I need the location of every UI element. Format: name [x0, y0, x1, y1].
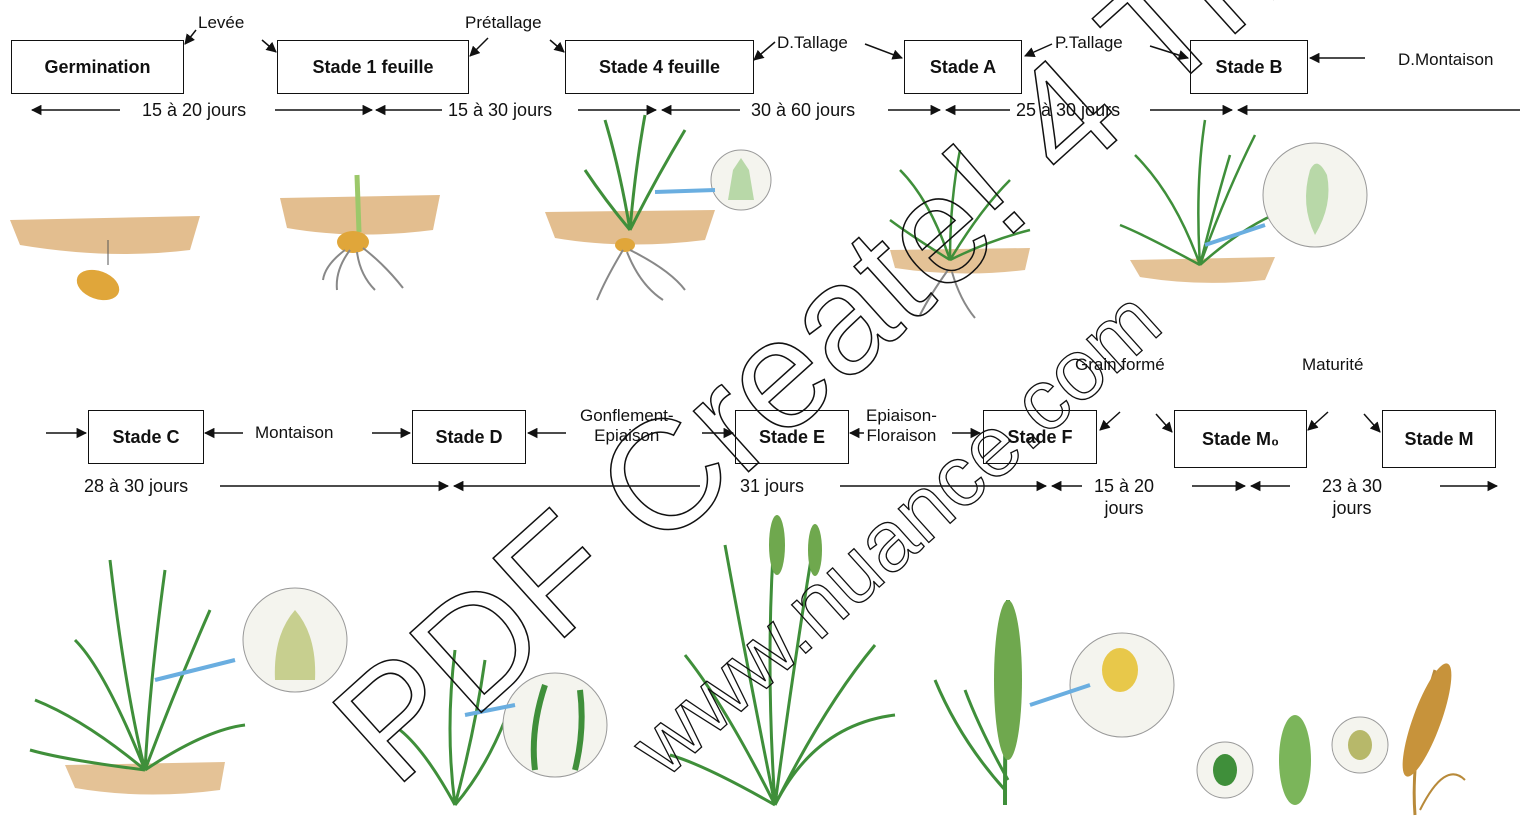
illustration-stade-e [665, 505, 905, 815]
duration-germination-levee: 15 à 20 jours [138, 99, 250, 121]
illustration-stade-m0 [1195, 700, 1395, 820]
event-plein-tallage: P.Tallage [1055, 33, 1123, 53]
illustration-stade-1-feuille [275, 170, 445, 310]
illustration-stade-4-feuille [545, 100, 775, 315]
stage-c: Stade C [88, 410, 204, 464]
illustration-stade-d [385, 630, 635, 820]
illustration-germination [10, 210, 210, 330]
event-levee: Levée [198, 13, 244, 33]
stage-a: Stade A [904, 40, 1022, 94]
event-debut-montaison: D.Montaison [1398, 50, 1493, 70]
stage-m0: Stade M₀ [1174, 410, 1307, 468]
illustration-stade-a [880, 140, 1040, 325]
event-gonflement-epiaison: Gonflement- Epiaison [580, 406, 674, 446]
illustration-stade-m [1375, 650, 1495, 820]
event-debut-tallage: D.Tallage [777, 33, 848, 53]
stage-e: Stade E [735, 410, 849, 464]
duration-m0-m: 23 à 30 jours [1318, 475, 1386, 519]
stage-4-feuille: Stade 4 feuille [565, 40, 754, 94]
stage-d: Stade D [412, 410, 526, 464]
stage-m: Stade M [1382, 410, 1496, 468]
stage-germination: Germination [11, 40, 184, 94]
stage-f: Stade F [983, 410, 1097, 464]
duration-stade-c: 28 à 30 jours [80, 475, 192, 497]
event-epiaison-floraison: Epiaison- Floraison [866, 406, 937, 446]
illustration-stade-c [25, 550, 355, 820]
stage-b: Stade B [1190, 40, 1308, 94]
event-pretallage: Prétallage [465, 13, 542, 33]
event-maturite: Maturité [1302, 355, 1363, 375]
duration-stade-f-m0: 15 à 20 jours [1090, 475, 1158, 519]
duration-levee-4-feuille: 15 à 30 jours [444, 99, 556, 121]
duration-stade-d-stade-f: 31 jours [736, 475, 808, 497]
event-montaison: Montaison [255, 423, 333, 443]
stage-1-feuille: Stade 1 feuille [277, 40, 469, 94]
illustration-stade-f [930, 590, 1180, 815]
event-grain-forme: Grain formé [1075, 355, 1165, 375]
illustration-stade-b [1105, 115, 1375, 330]
